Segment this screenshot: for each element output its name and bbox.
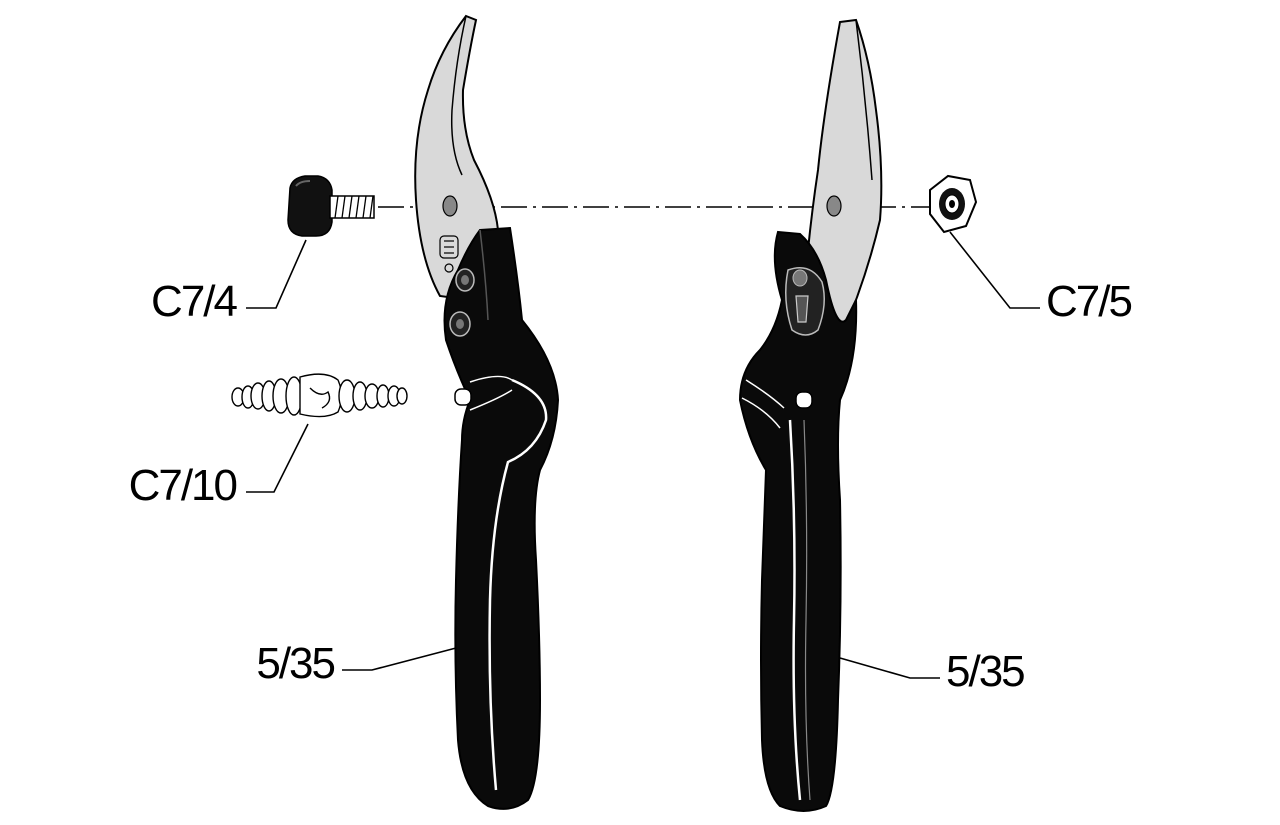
left-shear-half — [414, 14, 560, 810]
leader-spring — [246, 423, 309, 493]
label-spring: C7/10 — [129, 461, 237, 510]
label-handle-right: 5/35 — [946, 647, 1024, 696]
nut-part — [929, 174, 978, 234]
leader-bolt — [246, 239, 307, 309]
left-handle — [443, 226, 560, 810]
label-nut: C7/5 — [1046, 277, 1131, 326]
brand-logo-stamp — [439, 235, 459, 273]
bolt-part — [287, 175, 375, 237]
right-shear-half — [738, 18, 883, 812]
label-handle-left: 5/35 — [256, 639, 334, 688]
right-pivot-hole — [826, 195, 842, 217]
right-handle — [738, 230, 858, 812]
spring-part — [231, 373, 408, 418]
label-bolt: C7/4 — [151, 277, 237, 326]
left-pivot-hole — [442, 195, 458, 217]
leader-nut — [949, 231, 1040, 309]
leader-handle-left — [342, 647, 457, 671]
leader-handle-right — [839, 657, 940, 679]
